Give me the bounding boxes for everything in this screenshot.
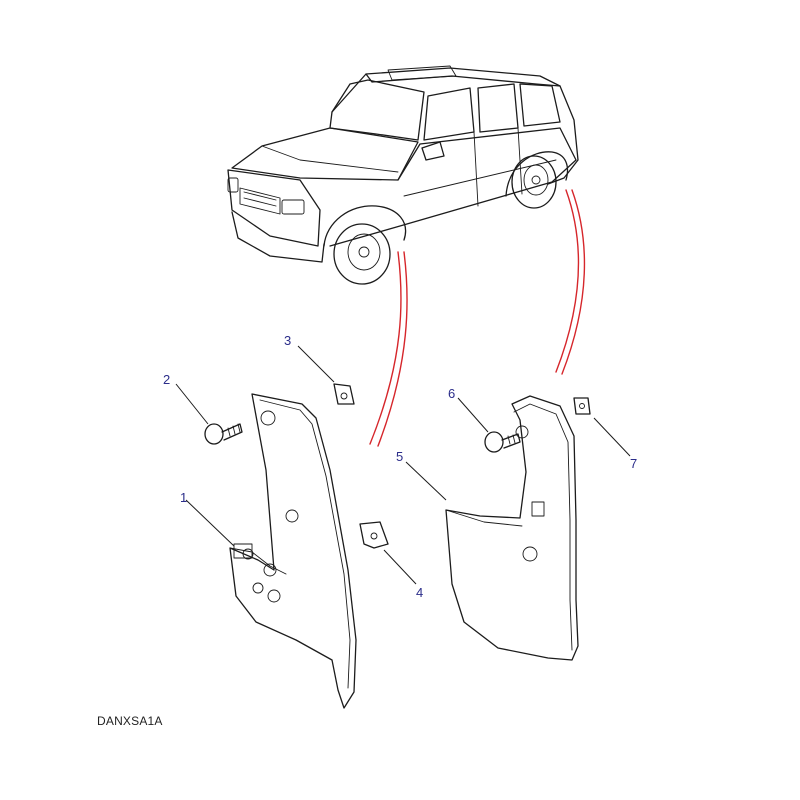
callout-numbers: 1 2 3 4 5 6 7 <box>163 333 637 600</box>
callout-4: 4 <box>416 585 423 600</box>
clip-nut-7 <box>573 397 591 415</box>
vehicle-illustration <box>227 65 579 285</box>
position-guide-lines <box>369 189 586 447</box>
leader-lines <box>175 345 631 585</box>
callout-2: 2 <box>163 372 170 387</box>
diagram-code-label: DANXSA1A <box>97 714 163 728</box>
callout-7: 7 <box>630 456 637 471</box>
clip-nut-4 <box>359 521 389 549</box>
mudflap-front <box>229 393 357 709</box>
callout-1: 1 <box>180 490 187 505</box>
screw-front <box>204 423 243 445</box>
mudflap-rear <box>445 395 579 661</box>
clip-nut-3 <box>333 383 355 405</box>
screw-rear <box>484 431 521 453</box>
callout-3: 3 <box>284 333 291 348</box>
callout-6: 6 <box>448 386 455 401</box>
callout-5: 5 <box>396 449 403 464</box>
